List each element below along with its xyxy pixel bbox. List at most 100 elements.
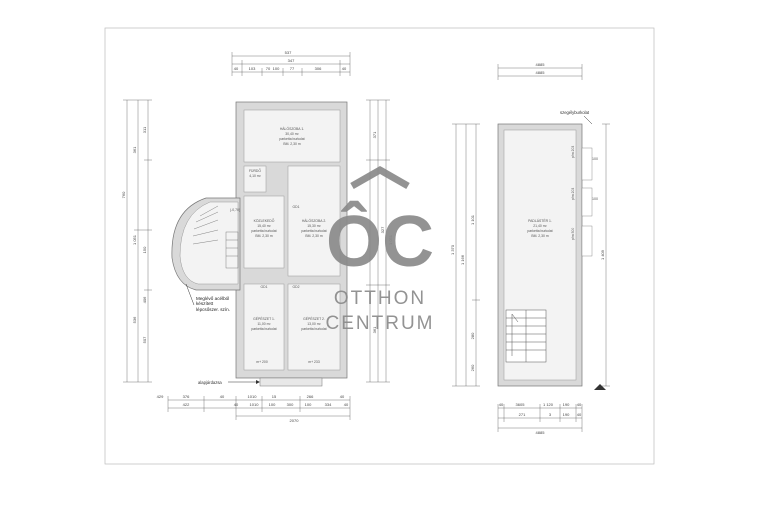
room-6-area: 13,00 m²: [307, 322, 321, 326]
dim-bottom-r2-6: 100: [305, 402, 312, 407]
dim-bottom-overall: 2070: [290, 418, 300, 423]
attic-stair: [505, 309, 547, 363]
attic-tag-5: p/m 500: [571, 228, 575, 240]
dim-left-c: 536: [132, 316, 137, 323]
room-kozlekedo: [243, 195, 285, 269]
dim-left-b: 150: [142, 246, 147, 253]
dim-right-d: 1 051: [388, 234, 393, 245]
attic-dim-bottom-5: 40: [577, 402, 582, 407]
bottom-dimensions: 429 376 40 1010 15 266 40 422 40 1010 10…: [157, 394, 351, 423]
watermark-line1: OTTHON: [334, 288, 426, 309]
room-3-height: BM. 2,30 m: [255, 234, 273, 238]
dim-bottom-r1-6: 266: [307, 394, 314, 399]
room-gepeszet-1: [243, 283, 285, 371]
attic-plan: 4885 4885 szegélyburkolat 1 370 1 166 1 …: [450, 62, 610, 435]
attic-room-area: 21,40 m²: [533, 224, 547, 228]
room-1-height: BM. 2,30 m: [283, 142, 301, 146]
otthon-centrum-watermark: ÔC OTTHON CENTRUM: [326, 165, 434, 334]
dim-top-seg-4: 100: [273, 66, 280, 71]
room-3-name: KÖZLEKEDŐ: [254, 218, 275, 223]
attic-dim-side-2: 1 166: [460, 254, 465, 265]
dim-top-seg-3: 70: [266, 66, 271, 71]
attic-dim-bottom2-3: 190: [563, 412, 570, 417]
room-furdo: [243, 165, 267, 193]
dim-right-b: 327: [380, 226, 385, 233]
attic-dim-side-1: 1 370: [450, 244, 455, 255]
watermark-logo: ÔC: [326, 201, 434, 282]
dim-top-seg-5: 77: [290, 66, 295, 71]
stair-hall: [179, 201, 239, 285]
attic-top-dimensions: 4885 4885: [497, 62, 583, 80]
stair-label: Meglévő acélból készített lépcsőszer. sz…: [196, 296, 230, 312]
room-6-floor: parketta burkolat: [301, 327, 326, 331]
left-tag-1: m+ 200: [256, 360, 268, 364]
room-5-floor: parketta burkolat: [251, 327, 276, 331]
room-3-area: 15,40 m²: [257, 224, 271, 228]
dim-bottom-r2-5: 300: [287, 402, 294, 407]
room-2-area: 4,10 m²: [249, 174, 261, 178]
attic-tag-4: 100: [592, 197, 598, 201]
attic-side-dimensions: 1 370 1 166 1 101 280 260 1 409: [450, 123, 610, 387]
attic-room-height: BM. 2,30 m: [531, 234, 549, 238]
room-1-name: HÁLÓSZOBA 1.: [280, 126, 304, 131]
attic-room-name: PADLÁSTÉR 1.: [528, 218, 552, 223]
room-4-area: 15,30 m²: [307, 224, 321, 228]
dim-bottom-r2-3: 1010: [250, 402, 260, 407]
room-5-name: GÉPÉSZET 1.: [253, 316, 275, 321]
dim-right-c: 361: [372, 326, 377, 333]
room-3-floor: parketta burkolat: [251, 229, 276, 233]
attic-dim-bottom2-1: 271: [519, 412, 526, 417]
dim-left-e: 406: [142, 296, 147, 303]
attic-dim-side-6: 1 409: [600, 249, 605, 260]
dim-bottom-r1-3: 40: [220, 394, 225, 399]
room-4-height: BM. 2,30 m: [305, 234, 323, 238]
left-dimensions: 760 1 051 150 536 507 406 311 361: [121, 99, 152, 383]
stair-annotation: Meglévő acélból készített lépcsőszer. sz…: [185, 283, 230, 312]
dim-bottom-r2-7: 334: [325, 402, 332, 407]
attic-top-label: szegélyburkolat: [560, 110, 590, 115]
front-step: [259, 377, 323, 387]
dim-bottom-r1-4: 1010: [248, 394, 258, 399]
attic-tag-1: 100: [592, 157, 598, 161]
attic-entry-arrow: [594, 384, 606, 390]
room-halo-2: [287, 165, 341, 277]
door-tag-3: GD2: [293, 285, 300, 289]
room-2-name: FÜRDŐ: [249, 168, 261, 173]
attic-tag-2: p/m 203: [571, 146, 575, 158]
dim-bottom-r1-7: 40: [340, 394, 345, 399]
dim-left-a: 1 051: [132, 234, 137, 245]
entry-marker: alapjárdazsa: [198, 380, 260, 385]
attic-dim-bottom2-4: 40: [577, 412, 582, 417]
attic-dim-bottom2-2: 3: [549, 412, 552, 417]
room-1-floor: parketta burkolat: [279, 137, 304, 141]
room-halo-1: [243, 109, 341, 163]
attic-dim-bottom-1: 40: [499, 402, 504, 407]
door-tag-1: GD1: [293, 205, 300, 209]
dim-top-seg-2: 103: [249, 66, 256, 71]
dim-left-g: 361: [132, 146, 137, 153]
door-tag-2: GD1: [261, 285, 268, 289]
dim-bottom-r2-1: 422: [183, 402, 190, 407]
attic-tag-3: p/m 203: [571, 188, 575, 200]
room-4-name: HÁLÓSZOBA 2.: [302, 218, 326, 223]
dim-bottom-r2-4: 100: [269, 402, 276, 407]
dim-top-seg-7: 40: [342, 66, 347, 71]
dim-left-f: 311: [142, 126, 147, 133]
stair-treads: [192, 205, 239, 269]
attic-dim-bottom-3: 1 120: [543, 402, 554, 407]
room-4-floor: parketta burkolat: [301, 229, 326, 233]
room-5-area: 11,00 m²: [257, 322, 271, 326]
dim-bottom-r1-1: 429: [157, 394, 164, 399]
room-6-name: GÉPÉSZET 2.: [303, 316, 325, 321]
dim-top-seg-6: 306: [315, 66, 322, 71]
dim-bottom-r2-8: 40: [344, 402, 349, 407]
dim-bottom-r1-5: 15: [272, 394, 277, 399]
attic-room-labels: PADLÁSTÉR 1. 21,40 m² parketta burkolat …: [527, 218, 552, 238]
attic-window-strip: 100 p/m 203 p/m 203 100 p/m 500: [571, 146, 598, 257]
attic-dim-side-3: 1 101: [470, 214, 475, 225]
dim-left-overall: 760: [121, 191, 126, 198]
dim-left-d: 507: [142, 336, 147, 343]
left-tag-2: m+ 233: [308, 360, 320, 364]
right-dimensions-main: 371 327 361 1 051: [366, 99, 393, 383]
